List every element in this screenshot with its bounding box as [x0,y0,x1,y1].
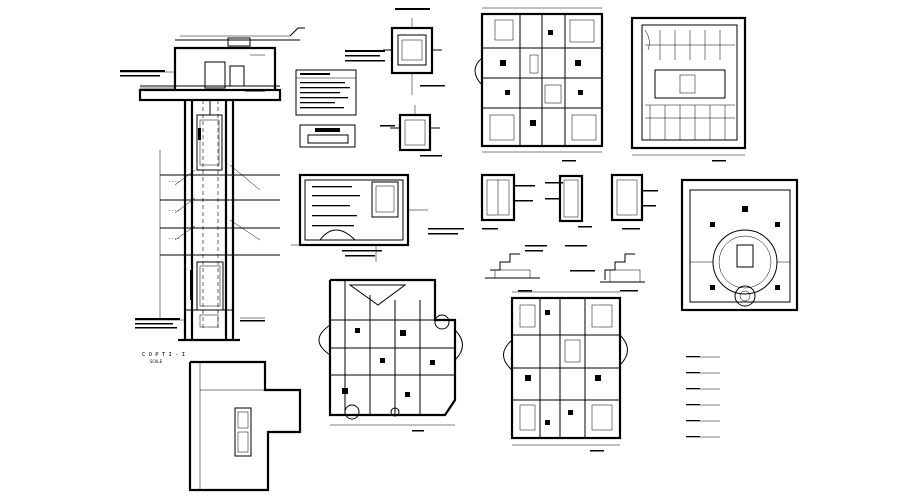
svg-text:----: ---- [168,236,180,242]
site-plan [630,16,747,162]
step-detail-1 [485,245,547,292]
window-detail-2 [610,173,658,230]
svg-text:----: ---- [168,179,180,185]
lift-plan-detail-2 [380,105,442,157]
window-detail-1 [545,174,592,228]
section-title: C O P T I - I [142,352,185,358]
svg-text:----: ---- [168,208,180,214]
floor-plan-lower-left [318,278,463,432]
door-detail-1 [480,173,535,230]
round-roof-plan [680,178,799,312]
lift-section-elevation: ---- ---- ---- [120,27,305,342]
step-detail-2 [565,245,645,292]
section-scale: SCALE [150,359,163,364]
lift-plan-detail-1 [345,8,445,95]
notes-legend-block [295,69,357,148]
roof-plan-lower [188,360,302,492]
floor-plan-upper [474,7,604,162]
floor-plan-lower-right [503,291,628,452]
lobby-plan [291,173,464,262]
schedule-notes [686,356,720,438]
